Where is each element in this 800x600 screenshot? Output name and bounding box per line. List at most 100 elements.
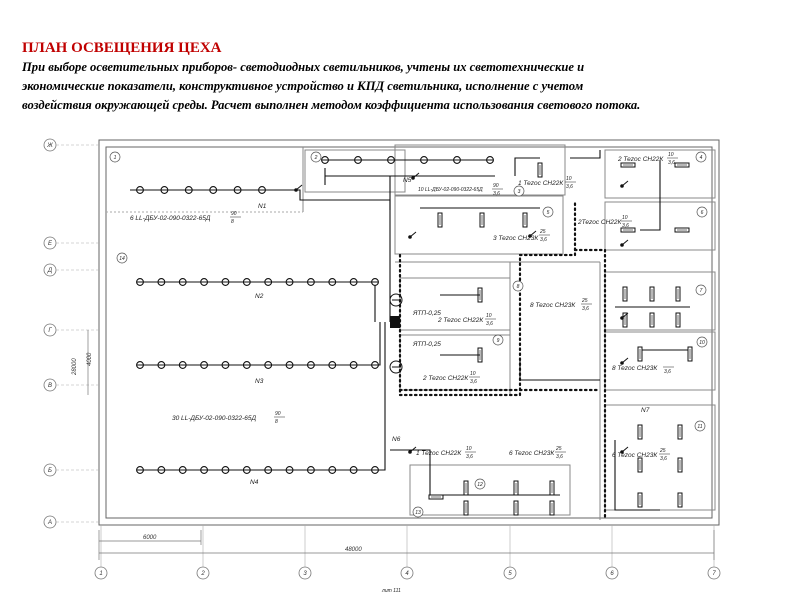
fraction-bottom: 3,6 [664, 369, 671, 375]
room-number: 6 [696, 206, 708, 218]
room-circle [695, 151, 707, 163]
cable-routes [398, 198, 607, 522]
fraction-bottom: 3,6 [660, 456, 667, 462]
fraction-bottom: 8 [275, 419, 278, 425]
panel-label: ЯТП-0,25 [412, 310, 441, 317]
column-axis-bubble: 6 [605, 566, 619, 580]
room-circle [310, 151, 322, 163]
room-circle [474, 478, 486, 490]
switch-lever [621, 239, 629, 246]
description-paragraph: При выборе осветительных приборов- свето… [22, 58, 784, 115]
room-number-label: 1 [114, 155, 117, 161]
room-number: 12 [474, 478, 486, 490]
fraction-top: 10 [622, 215, 628, 221]
plan-label: 6 Теzос СН23К [612, 452, 658, 459]
group-label: N7 [641, 407, 650, 414]
switch-lever [412, 172, 420, 179]
room-number-label: 2 [314, 155, 318, 161]
dimension-sub: 4000 [87, 352, 93, 366]
room-number-label: 13 [415, 510, 421, 516]
plan-label: 30 LL-ДБУ-02-090-0322-65Д [172, 415, 256, 422]
fraction-bottom: 3,6 [486, 321, 493, 327]
room-number: 8 [512, 280, 524, 292]
column-axis-bubble: 7 [707, 566, 721, 580]
page-title: ПЛАН ОСВЕЩЕНИЯ ЦЕХА [22, 40, 222, 56]
switches-layer [294, 172, 629, 454]
fraction-bottom: 3,6 [668, 160, 675, 166]
switch [620, 239, 629, 247]
dimension-bay: 6000 [143, 535, 157, 541]
room-number: 4 [695, 151, 707, 163]
room-number-label: 6 [701, 210, 704, 216]
fraction-top: 10 [566, 176, 572, 182]
switch-lever [529, 230, 537, 237]
fraction-top: 90 [231, 211, 237, 217]
dimension-total: 48000 [345, 547, 362, 553]
plan-label: 1 Теzос СН22К [416, 450, 462, 457]
fraction-top: 90 [275, 411, 281, 417]
room-number: 5 [542, 206, 554, 218]
building-outline [98, 139, 720, 526]
axis-label: 7 [712, 571, 716, 577]
room-number: 7 [695, 284, 707, 296]
fraction-bottom: 3,6 [470, 379, 477, 385]
room-circle [513, 185, 525, 197]
switch [620, 180, 629, 188]
plan-label: 6 Теzос СН23К [509, 450, 555, 457]
switch [411, 172, 420, 180]
plan-label: 8 Теzос СН23К [530, 302, 576, 309]
fraction-top: 25 [581, 298, 588, 304]
column-axis-bubble: 1 [94, 566, 108, 580]
switch [528, 230, 537, 238]
room-number: 13 [412, 506, 424, 518]
dimension-lines [87, 330, 715, 560]
column-axes: 1 2 3 4 5 6 7 [94, 525, 721, 580]
room-number-label: 12 [477, 482, 483, 488]
room-circle [512, 280, 524, 292]
switch-lever [621, 180, 629, 187]
axis-label: В [48, 383, 52, 389]
room-circle [694, 420, 706, 432]
plan-label: 2 Теzос СН22К [617, 156, 664, 163]
fraction-bottom: 3,6 [582, 306, 589, 312]
room-number-label: 9 [497, 338, 500, 344]
fixtures-layer [136, 156, 693, 516]
row-axis-bubble: Б [43, 463, 57, 477]
switch [620, 446, 629, 454]
row-axis-bubble: А [43, 515, 57, 529]
group-label: N4 [250, 479, 259, 486]
room-number: 1 [109, 151, 121, 163]
dimension-height: 28000 [72, 358, 78, 376]
axis-label: 5 [508, 571, 512, 577]
fraction-top: 10 [668, 152, 674, 158]
room-number-label: 4 [700, 155, 703, 161]
axis-label: Б [48, 468, 52, 474]
room-number: 10 [696, 336, 708, 348]
axis-label: 1 [99, 571, 102, 577]
axis-label: 4 [405, 571, 409, 577]
axis-label: 6 [610, 571, 614, 577]
switch-lever [409, 231, 417, 238]
switch-lever [409, 446, 417, 453]
room-number-label: 10 [699, 340, 705, 346]
axis-label: А [47, 520, 52, 526]
row-axis-bubble: Д [43, 263, 57, 277]
panel-label: ЯТП-0,25 [412, 341, 441, 348]
column-axis-bubble: 3 [298, 566, 312, 580]
description-line: При выборе осветительных приборов- свето… [22, 60, 585, 74]
room-number: 14 [116, 252, 128, 264]
room-circle [492, 334, 504, 346]
switch [620, 312, 629, 320]
room-number: 11 [694, 420, 706, 432]
fraction-top: 25 [539, 229, 546, 235]
room-number-label: 3 [518, 189, 521, 195]
row-axis-bubble: Ж [43, 138, 57, 152]
description-line: экономические показатели, конструктивное… [22, 79, 584, 93]
room-circle [116, 252, 128, 264]
fraction-top: 90 [493, 183, 499, 189]
column-axis-bubble: 2 [196, 566, 210, 580]
